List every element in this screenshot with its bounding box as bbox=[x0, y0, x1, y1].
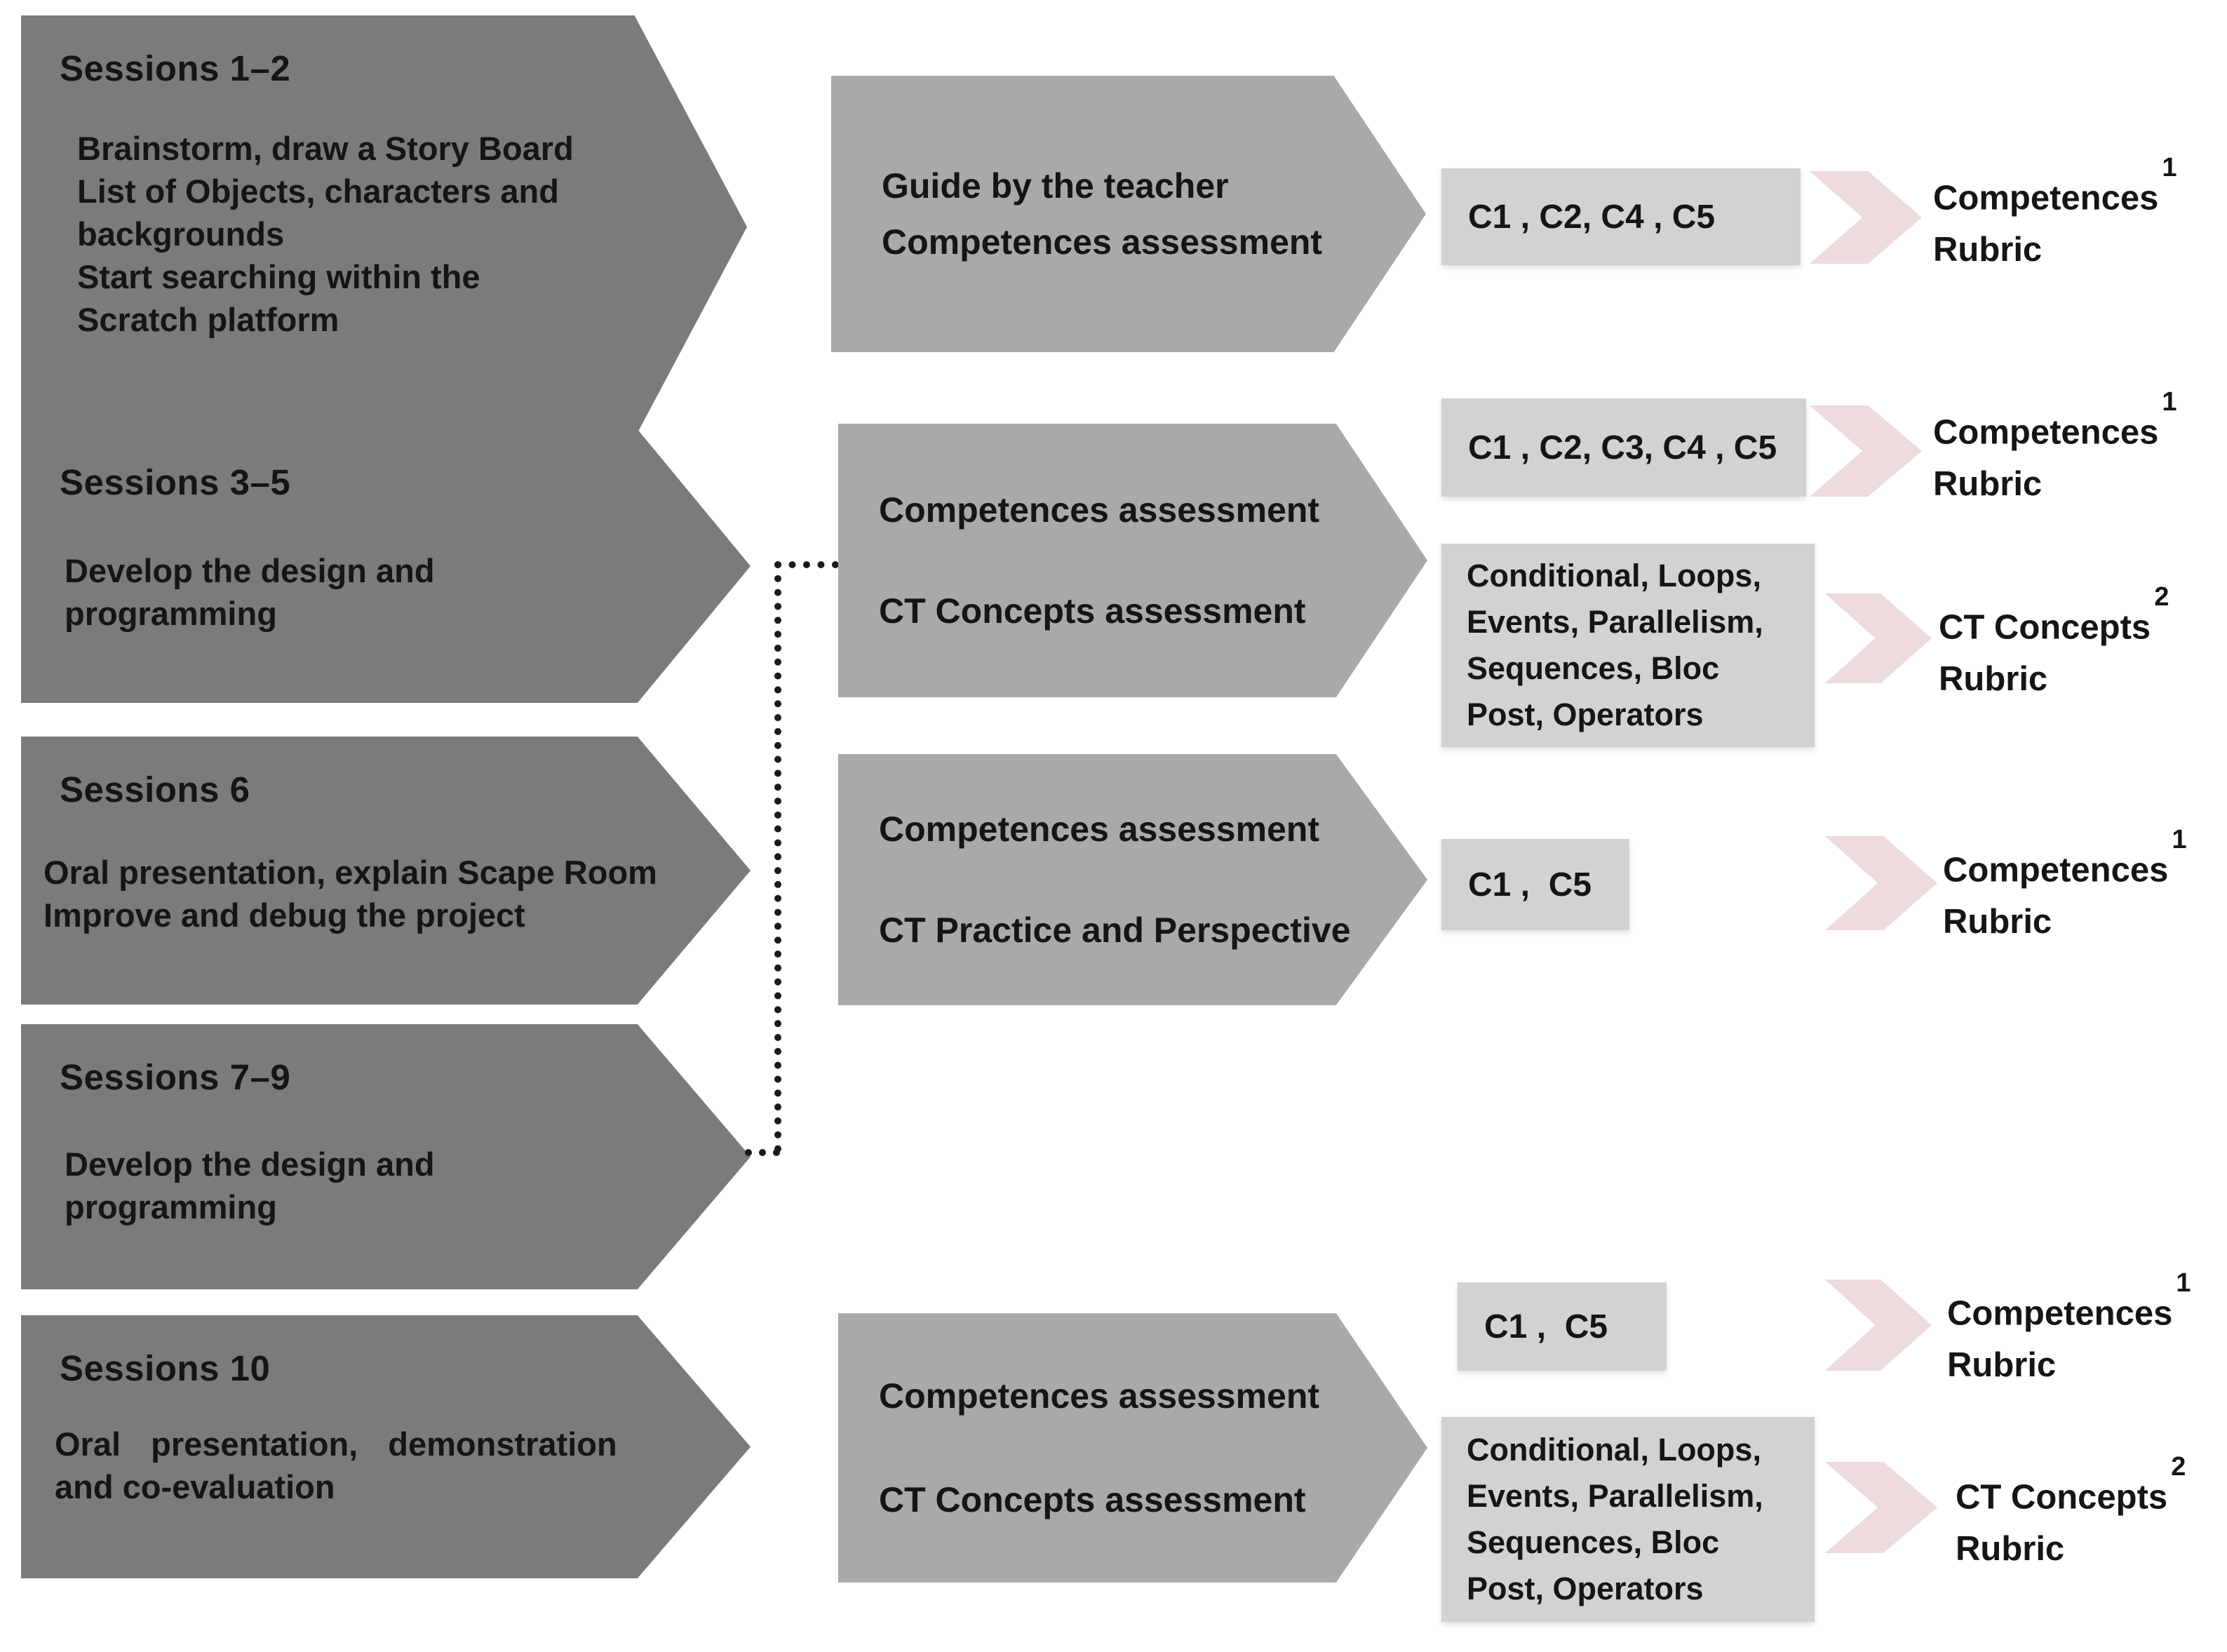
dotted-connector-vertical-segment bbox=[774, 561, 781, 1153]
assessment-arrow-2: Competences assessment CT Concepts asses… bbox=[838, 424, 1427, 697]
assessment-arrow-1: Guide by the teacher Competences assessm… bbox=[831, 76, 1426, 352]
session-body-line: Oral presentation, explain Scape Room bbox=[43, 854, 657, 891]
session-body-line: Develop the design and bbox=[65, 1146, 435, 1183]
chevron-right-icon bbox=[1825, 1462, 1937, 1553]
chevron-right-icon bbox=[1825, 1280, 1932, 1371]
codes-box-row2b: Conditional, Loops, Events, Parallelism,… bbox=[1441, 544, 1815, 747]
rubric-label-row2b: CT Concepts2 Rubric bbox=[1939, 582, 2169, 705]
assessment-line: Competences assessment bbox=[879, 810, 1320, 849]
codes-text: C1 , C5 bbox=[1468, 866, 1592, 904]
codes-box-row2a: C1 , C2, C3, C4 , C5 bbox=[1441, 398, 1806, 497]
session-title: Sessions 1–2 bbox=[60, 48, 291, 88]
codes-text-line: Post, Operators bbox=[1467, 1571, 1704, 1606]
codes-text-line: Conditional, Loops, bbox=[1467, 1432, 1761, 1468]
chevron-right-icon bbox=[1810, 171, 1922, 264]
codes-box-row1: C1 , C2, C4 , C5 bbox=[1441, 168, 1801, 265]
session-body: Brainstorm, draw a Story Board List of O… bbox=[21, 127, 747, 341]
session-body-line: Oral presentation, demonstration bbox=[55, 1425, 617, 1463]
session-body-line: Scratch platform bbox=[77, 301, 339, 338]
session-body-line: Develop the design and bbox=[65, 552, 435, 589]
session-body-line: backgrounds bbox=[77, 215, 285, 253]
rubric-label-line: CT Concepts2 bbox=[1956, 1452, 2186, 1517]
codes-text-line: Events, Parallelism, bbox=[1467, 1478, 1763, 1514]
session-body-line: and co-evaluation bbox=[55, 1468, 335, 1505]
session-title: Sessions 6 bbox=[60, 770, 250, 810]
chevron-right-icon bbox=[1825, 836, 1937, 930]
session-title: Sessions 7–9 bbox=[60, 1057, 291, 1097]
session-arrow-sessions-10: Sessions 10 Oral presentation, demonstra… bbox=[21, 1315, 751, 1578]
session-title: Sessions 3–5 bbox=[60, 462, 291, 502]
rubric-label-line: Rubric bbox=[1947, 1346, 2057, 1385]
rubric-label-row4b: CT Concepts2 Rubric bbox=[1956, 1452, 2186, 1575]
rubric-label-line: Competences1 bbox=[1943, 825, 2187, 889]
rubric-superscript: 2 bbox=[2171, 1452, 2186, 1482]
session-body-line: Start searching within the bbox=[77, 258, 480, 295]
rubric-superscript: 1 bbox=[2172, 825, 2187, 854]
session-body-line: List of Objects, characters and bbox=[77, 173, 559, 210]
rubric-label-line: Rubric bbox=[1956, 1530, 2065, 1569]
codes-text-line: Post, Operators bbox=[1467, 697, 1704, 732]
codes-text: C1 , C5 bbox=[1484, 1308, 1608, 1345]
session-body: Develop the design and programming bbox=[21, 549, 751, 635]
dotted-connector-bottom-segment bbox=[745, 1149, 780, 1156]
codes-text-line: Conditional, Loops, bbox=[1467, 558, 1761, 593]
session-title: Sessions 10 bbox=[60, 1348, 271, 1388]
session-arrow-sessions-6: Sessions 6 Oral presentation, explain Sc… bbox=[21, 737, 751, 1005]
assessment-arrow-3: Competences assessment CT Practice and P… bbox=[838, 754, 1427, 1005]
codes-box-row4b: Conditional, Loops, Events, Parallelism,… bbox=[1441, 1417, 1815, 1622]
assessment-line: Competences assessment bbox=[879, 1376, 1320, 1416]
codes-box-row3: C1 , C5 bbox=[1441, 839, 1629, 930]
rubric-superscript: 1 bbox=[2162, 387, 2177, 417]
rubric-label-row4a: Competences1 Rubric bbox=[1947, 1268, 2191, 1391]
assessment-line: Competences assessment bbox=[879, 490, 1320, 530]
rubric-superscript: 1 bbox=[2176, 1268, 2191, 1298]
assessment-arrow-4: Competences assessment CT Concepts asses… bbox=[838, 1313, 1427, 1583]
rubric-label-line: Rubric bbox=[1939, 660, 2048, 699]
codes-text-line: Sequences, Bloc bbox=[1467, 1524, 1720, 1560]
session-arrow-sessions-3-5: Sessions 3–5 Develop the design and prog… bbox=[21, 429, 751, 703]
session-arrow-sessions-1-2: Sessions 1–2 Brainstorm, draw a Story Bo… bbox=[21, 15, 747, 438]
assessment-line: CT Practice and Perspective bbox=[879, 911, 1351, 950]
rubric-label-line: Competences1 bbox=[1933, 387, 2177, 452]
session-arrow-sessions-7-9: Sessions 7–9 Develop the design and prog… bbox=[21, 1024, 751, 1289]
assessment-line: CT Concepts assessment bbox=[879, 591, 1306, 631]
chevron-right-icon bbox=[1810, 405, 1922, 497]
rubric-label-line: Rubric bbox=[1943, 903, 2052, 941]
codes-box-row4a: C1 , C5 bbox=[1458, 1282, 1667, 1371]
session-body: Develop the design and programming bbox=[21, 1143, 751, 1228]
codes-text: C1 , C2, C4 , C5 bbox=[1468, 198, 1716, 236]
rubric-superscript: 1 bbox=[2162, 153, 2177, 182]
assessment-line: Guide by the teacher bbox=[882, 166, 1229, 206]
rubric-label-line: Competences1 bbox=[1947, 1268, 2191, 1333]
rubric-label-row3: Competences1 Rubric bbox=[1943, 825, 2187, 948]
assessment-line: CT Concepts assessment bbox=[879, 1480, 1306, 1519]
chevron-right-icon bbox=[1825, 593, 1932, 683]
dotted-connector-top-segment bbox=[774, 561, 839, 568]
session-body: Oral presentation, explain Scape Room Im… bbox=[21, 851, 751, 936]
session-body-line: programming bbox=[65, 1188, 277, 1225]
codes-text-line: Sequences, Bloc bbox=[1467, 650, 1720, 686]
rubric-label-line: Rubric bbox=[1933, 231, 2043, 269]
session-body-line: Brainstorm, draw a Story Board bbox=[77, 130, 574, 167]
rubric-superscript: 2 bbox=[2154, 582, 2169, 612]
codes-text: C1 , C2, C3, C4 , C5 bbox=[1468, 429, 1777, 466]
session-body-line: Improve and debug the project bbox=[43, 896, 525, 934]
session-body: Oral presentation, demonstration and co-… bbox=[21, 1423, 751, 1508]
rubric-label-row1: Competences1 Rubric bbox=[1933, 153, 2177, 276]
rubric-label-line: Rubric bbox=[1933, 465, 2043, 504]
codes-text-line: Events, Parallelism, bbox=[1467, 604, 1763, 640]
rubric-label-line: CT Concepts2 bbox=[1939, 582, 2169, 647]
session-body-line: programming bbox=[65, 595, 277, 632]
rubric-label-row2a: Competences1 Rubric bbox=[1933, 387, 2177, 510]
assessment-line: Competences assessment bbox=[882, 222, 1323, 262]
rubric-label-line: Competences1 bbox=[1933, 153, 2177, 217]
